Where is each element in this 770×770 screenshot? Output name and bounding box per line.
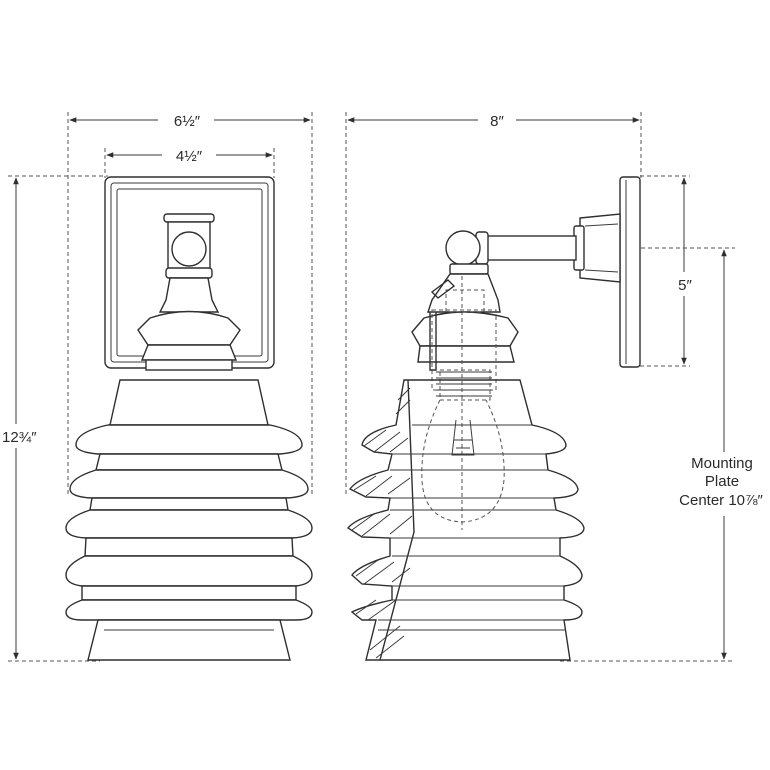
section-hatch bbox=[351, 387, 413, 659]
side-view bbox=[345, 112, 735, 662]
mounting-label-line2: Plate bbox=[705, 473, 739, 490]
mounting-label-line3: Center 10⅞″ bbox=[679, 492, 763, 509]
side-knob bbox=[445, 230, 481, 266]
backplate-height-dimension: 5″ bbox=[666, 177, 706, 365]
side-shade-outline bbox=[380, 379, 585, 661]
front-width-dimension: 6½″ bbox=[69, 108, 311, 130]
bulb-outline bbox=[421, 399, 505, 523]
front-knob bbox=[171, 231, 207, 267]
backplate-width-label: 4½″ bbox=[176, 148, 203, 165]
overall-height-label: 12¾″ bbox=[2, 429, 37, 446]
front-view bbox=[8, 112, 313, 662]
side-projection-label: 8″ bbox=[490, 113, 504, 130]
side-shade-section bbox=[346, 379, 415, 661]
mounting-center-dimension: Mounting Plate Center 10⅞″ bbox=[676, 249, 770, 660]
overall-height-dimension: 12¾″ bbox=[0, 177, 52, 660]
socket-thread bbox=[436, 371, 492, 397]
front-shade bbox=[109, 379, 269, 426]
backplate-width-dimension: 4½″ bbox=[106, 143, 273, 165]
side-projection-dimension: 8″ bbox=[347, 108, 640, 130]
side-backplate bbox=[619, 176, 641, 368]
backplate-height-label: 5″ bbox=[678, 277, 692, 294]
mounting-label-line1: Mounting bbox=[691, 455, 753, 472]
front-width-label: 6½″ bbox=[174, 113, 201, 130]
